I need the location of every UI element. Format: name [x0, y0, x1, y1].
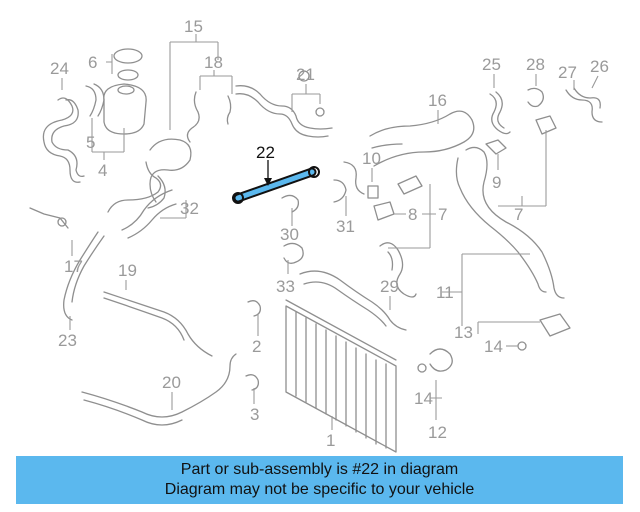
label-7-upper: 7 — [514, 205, 523, 224]
label-10: 10 — [362, 149, 381, 168]
info-banner: Part or sub-assembly is #22 in diagram D… — [16, 456, 623, 504]
label-25: 25 — [482, 55, 501, 74]
leader-lines — [61, 34, 599, 430]
label-11: 11 — [436, 283, 454, 302]
label-33: 33 — [276, 277, 295, 296]
label-16: 16 — [428, 91, 447, 110]
label-15: 15 — [184, 17, 203, 36]
label-24: 24 — [50, 59, 69, 78]
label-14-right: 14 — [484, 337, 503, 356]
label-4: 4 — [98, 161, 107, 180]
label-21: 21 — [296, 65, 315, 84]
label-14-lower: 14 — [414, 389, 433, 408]
label-27: 27 — [558, 63, 577, 82]
banner-line-2: Diagram may not be specific to your vehi… — [164, 481, 475, 498]
label-18: 18 — [204, 53, 223, 72]
label-26: 26 — [590, 57, 609, 76]
banner-line-1: Part or sub-assembly is #22 in diagram — [180, 461, 459, 478]
label-2: 2 — [252, 337, 261, 356]
part-drawings — [29, 48, 603, 453]
label-13: 13 — [454, 323, 473, 342]
part-22-arrow — [264, 178, 272, 186]
part-22-hose — [232, 166, 320, 204]
label-20: 20 — [162, 373, 181, 392]
label-17: 17 — [64, 257, 83, 276]
label-7-lower: 7 — [438, 205, 447, 224]
label-8: 8 — [408, 205, 417, 224]
label-9: 9 — [492, 173, 501, 192]
label-5: 5 — [86, 133, 95, 152]
label-31: 31 — [336, 217, 355, 236]
label-23: 23 — [58, 331, 77, 350]
label-28: 28 — [526, 55, 545, 74]
label-12: 12 — [428, 423, 447, 442]
label-32: 32 — [180, 199, 199, 218]
part-labels: 15 6 24 18 21 5 4 25 28 27 26 16 22 10 9… — [50, 17, 609, 450]
label-1: 1 — [326, 431, 335, 450]
label-6: 6 — [88, 53, 97, 72]
label-3: 3 — [250, 405, 259, 424]
label-30: 30 — [280, 225, 299, 244]
label-22: 22 — [256, 143, 275, 162]
label-29: 29 — [380, 277, 399, 296]
label-19: 19 — [118, 261, 137, 280]
